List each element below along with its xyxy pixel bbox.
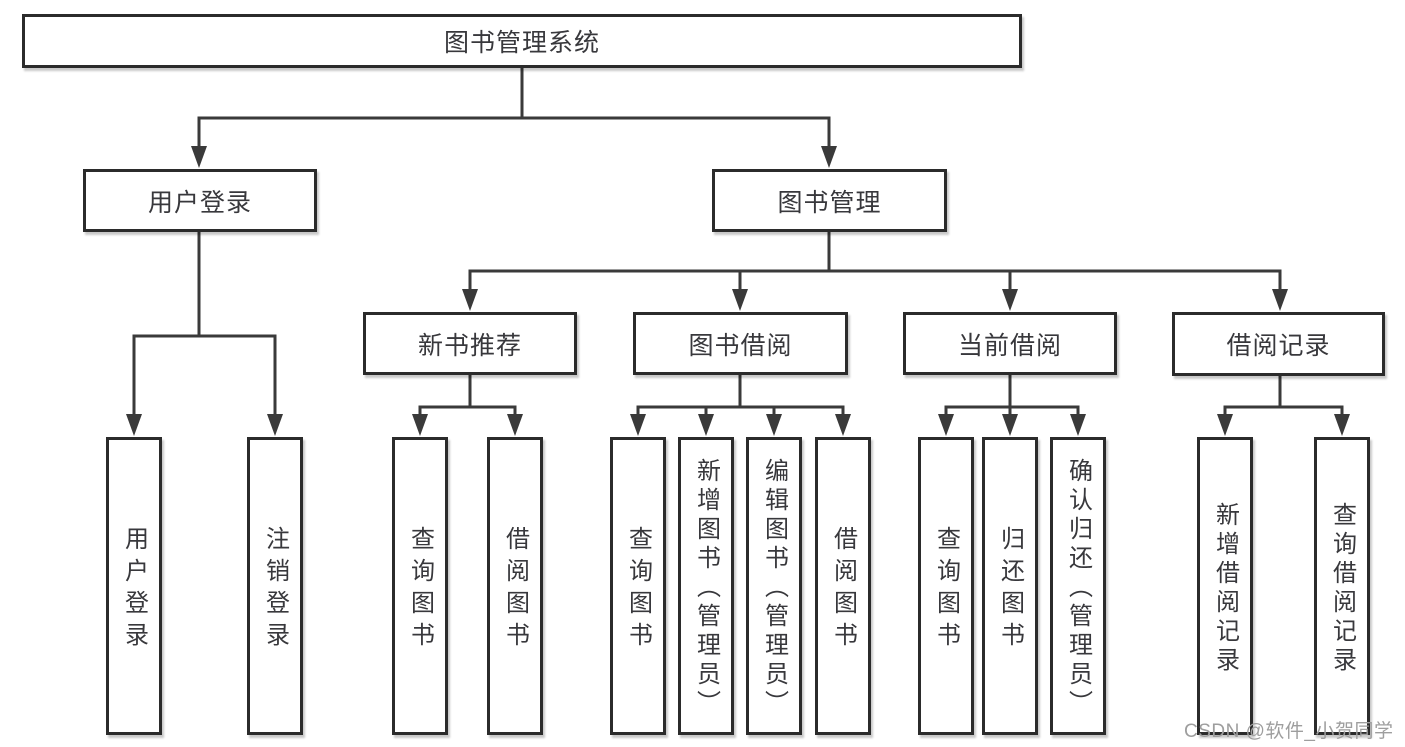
- leaf-edit-book-admin: 编辑图书（管理员）: [746, 437, 802, 735]
- node-borrowing-records: 借阅记录: [1172, 312, 1385, 376]
- node-label: 新增借阅记录: [1211, 501, 1239, 676]
- node-label: 查询图书: [932, 526, 960, 654]
- leaf-query-books-borrowing: 查询图书: [610, 437, 666, 735]
- leaf-query-books-current: 查询图书: [918, 437, 974, 735]
- node-label: 新增图书（管理员）: [692, 458, 720, 719]
- node-label: 归还图书: [996, 526, 1024, 654]
- node-new-book-recommendation: 新书推荐: [363, 312, 577, 375]
- node-label: 借阅图书: [501, 526, 529, 654]
- node-label: 用户登录: [147, 188, 252, 217]
- csdn-watermark: CSDN @软件_小贺同学: [1184, 721, 1394, 742]
- node-user-login: 用户登录: [83, 169, 317, 232]
- node-book-borrowing: 图书借阅: [633, 312, 848, 375]
- leaf-query-borrow-record: 查询借阅记录: [1314, 437, 1370, 735]
- leaf-user-login: 用户登录: [106, 437, 162, 735]
- node-label: 编辑图书（管理员）: [760, 458, 788, 719]
- node-current-borrowing: 当前借阅: [903, 312, 1117, 375]
- node-label: 借阅记录: [1226, 332, 1331, 360]
- node-label: 借阅图书: [829, 526, 857, 654]
- node-label: 查询借阅记录: [1328, 501, 1356, 676]
- node-label: 图书借阅: [688, 331, 793, 360]
- node-label: 图书管理系统: [443, 29, 600, 57]
- leaf-borrow-books-recommend: 借阅图书: [487, 437, 543, 735]
- node-label: 查询图书: [624, 526, 652, 654]
- leaf-add-borrow-record: 新增借阅记录: [1197, 437, 1253, 735]
- node-book-management: 图书管理: [712, 169, 947, 232]
- node-label: 用户登录: [120, 526, 148, 654]
- leaf-confirm-return-admin: 确认归还（管理员）: [1050, 437, 1106, 735]
- node-label: 当前借阅: [957, 331, 1062, 360]
- node-label: 查询图书: [406, 526, 434, 654]
- node-label: 注销登录: [261, 526, 289, 654]
- leaf-logout: 注销登录: [247, 437, 303, 735]
- leaf-borrow-books-borrowing: 借阅图书: [815, 437, 871, 735]
- leaf-query-books-recommend: 查询图书: [392, 437, 448, 735]
- leaf-add-book-admin: 新增图书（管理员）: [678, 437, 734, 735]
- node-label: 图书管理: [777, 188, 882, 217]
- node-library-management-system: 图书管理系统: [22, 14, 1022, 68]
- node-label: 新书推荐: [417, 331, 522, 360]
- node-label: 确认归还（管理员）: [1064, 458, 1092, 719]
- leaf-return-books: 归还图书: [982, 437, 1038, 735]
